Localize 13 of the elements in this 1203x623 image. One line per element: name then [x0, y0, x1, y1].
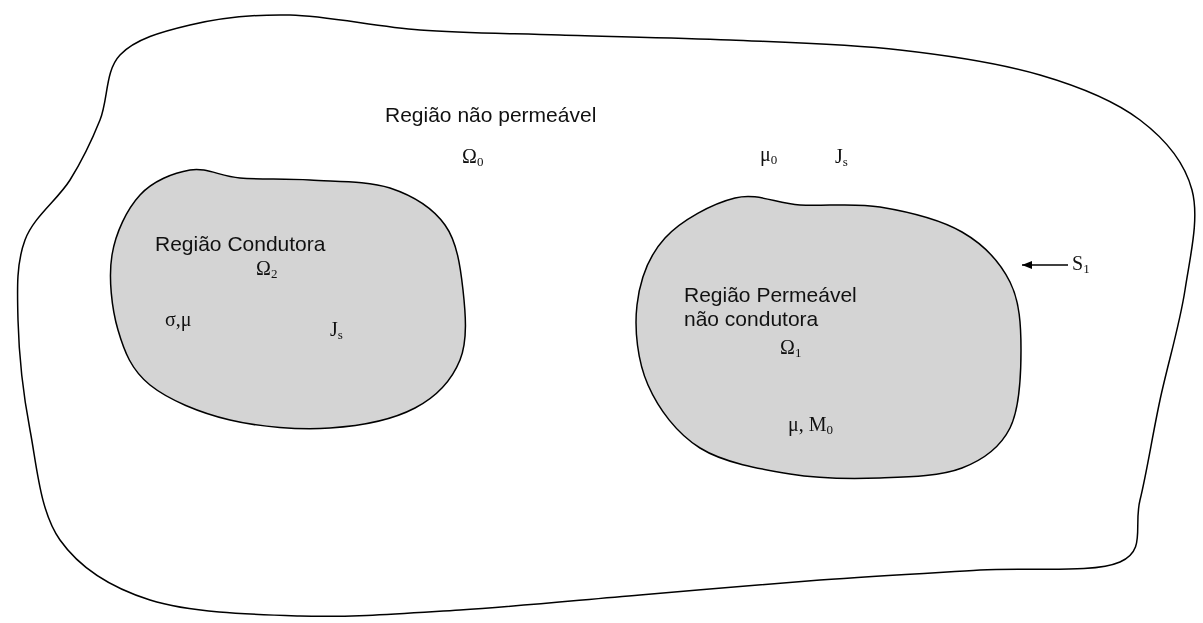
- symbol-label: J$_{s}$: [330, 318, 343, 343]
- symbol-label: Ω$_{2}$: [256, 257, 278, 282]
- region-name: Região Permeável não condutora: [684, 283, 858, 331]
- region-name: Região Condutora: [155, 232, 326, 256]
- symbol-label: μ$_{0}$: [760, 143, 778, 168]
- surface-label: S$_{1}$: [1072, 252, 1090, 277]
- symbol-label: μ, M$_{0}$: [788, 413, 833, 438]
- symbol-label: Ω$_{1}$: [780, 336, 802, 361]
- symbol-label: Ω$_{0}$: [462, 145, 484, 170]
- region-name: Região não permeável: [385, 103, 597, 127]
- arrow: [1021, 261, 1069, 269]
- symbol-label: J$_{s}$: [835, 145, 848, 170]
- symbol-label: σ,μ: [165, 308, 192, 331]
